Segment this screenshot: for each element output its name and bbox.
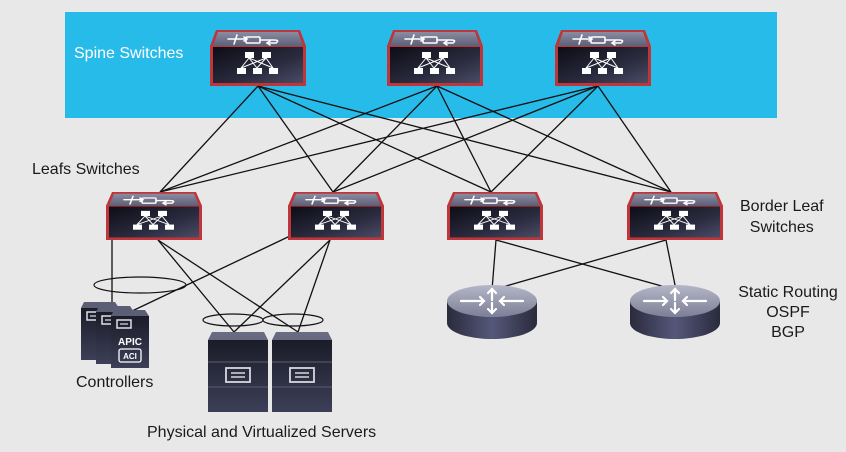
leaf-switch-2 [287, 191, 385, 241]
link-spine-2-to-border-leaf-2 [436, 85, 672, 193]
link-spine-3-to-leaf-2 [332, 85, 599, 193]
server2-portchannel-ring [262, 313, 324, 327]
apic-label-text: APIC [118, 337, 142, 348]
routing-label-static: Static Routing [738, 284, 838, 301]
spine-switch-1 [209, 29, 307, 87]
link-spine-1-to-leaf-1 [159, 85, 259, 193]
routing-label-bgp: BGP [771, 324, 805, 341]
routing-label-ospf: OSPF [766, 304, 810, 321]
leaf-switch-1 [105, 191, 203, 241]
link-leaf-1-to-server-1 [157, 239, 235, 333]
link-spine-1-to-leaf-2 [257, 85, 334, 193]
link-spine-3-to-border-leaf-1 [490, 85, 599, 193]
servers-label: Physical and Virtualized Servers [147, 424, 377, 441]
controllers-label: Controllers [76, 374, 154, 391]
link-spine-3-to-leaf-1 [159, 85, 599, 193]
aci-label-text: ACI [123, 352, 137, 361]
link-spine-2-to-leaf-1 [159, 85, 438, 193]
spine-switches-label: Spine Switches [74, 45, 184, 62]
link-leaf-1-to-server-2 [157, 239, 299, 333]
link-spine-1-to-border-leaf-1 [257, 85, 492, 193]
border-leaf-label-line1: Border Leaf [740, 198, 824, 215]
link-border-leaf-2-to-router-1 [491, 239, 667, 291]
aci-icon-frame [118, 348, 142, 363]
link-border-leaf-2-to-router-2 [665, 239, 677, 291]
server-2 [271, 331, 333, 413]
server-1 [207, 331, 269, 413]
link-leaf-2-to-server-1 [233, 239, 331, 333]
link-border-leaf-1-to-router-1 [491, 239, 497, 291]
spine-switch-3 [554, 29, 652, 87]
leaf-switches-label: Leafs Switches [32, 161, 140, 178]
router-2 [628, 283, 722, 341]
border-leaf-label-line2: Switches [749, 219, 814, 236]
router-1 [445, 283, 539, 341]
routing-protocols-label: Static Routing OSPF BGP [732, 283, 844, 343]
controller-portchannel-ring [93, 276, 187, 294]
spine-switch-2 [386, 29, 484, 87]
link-border-leaf-1-to-router-2 [495, 239, 677, 291]
border-leaf-switch-1 [446, 191, 544, 241]
border-leaf-switch-2 [626, 191, 724, 241]
link-spine-3-to-border-leaf-2 [597, 85, 672, 193]
links [111, 85, 677, 333]
server1-portchannel-ring [202, 313, 264, 327]
link-spine-2-to-leaf-2 [332, 85, 438, 193]
border-leaf-label: Border Leaf Switches [740, 196, 824, 238]
link-leaf-2-to-server-2 [297, 239, 331, 333]
